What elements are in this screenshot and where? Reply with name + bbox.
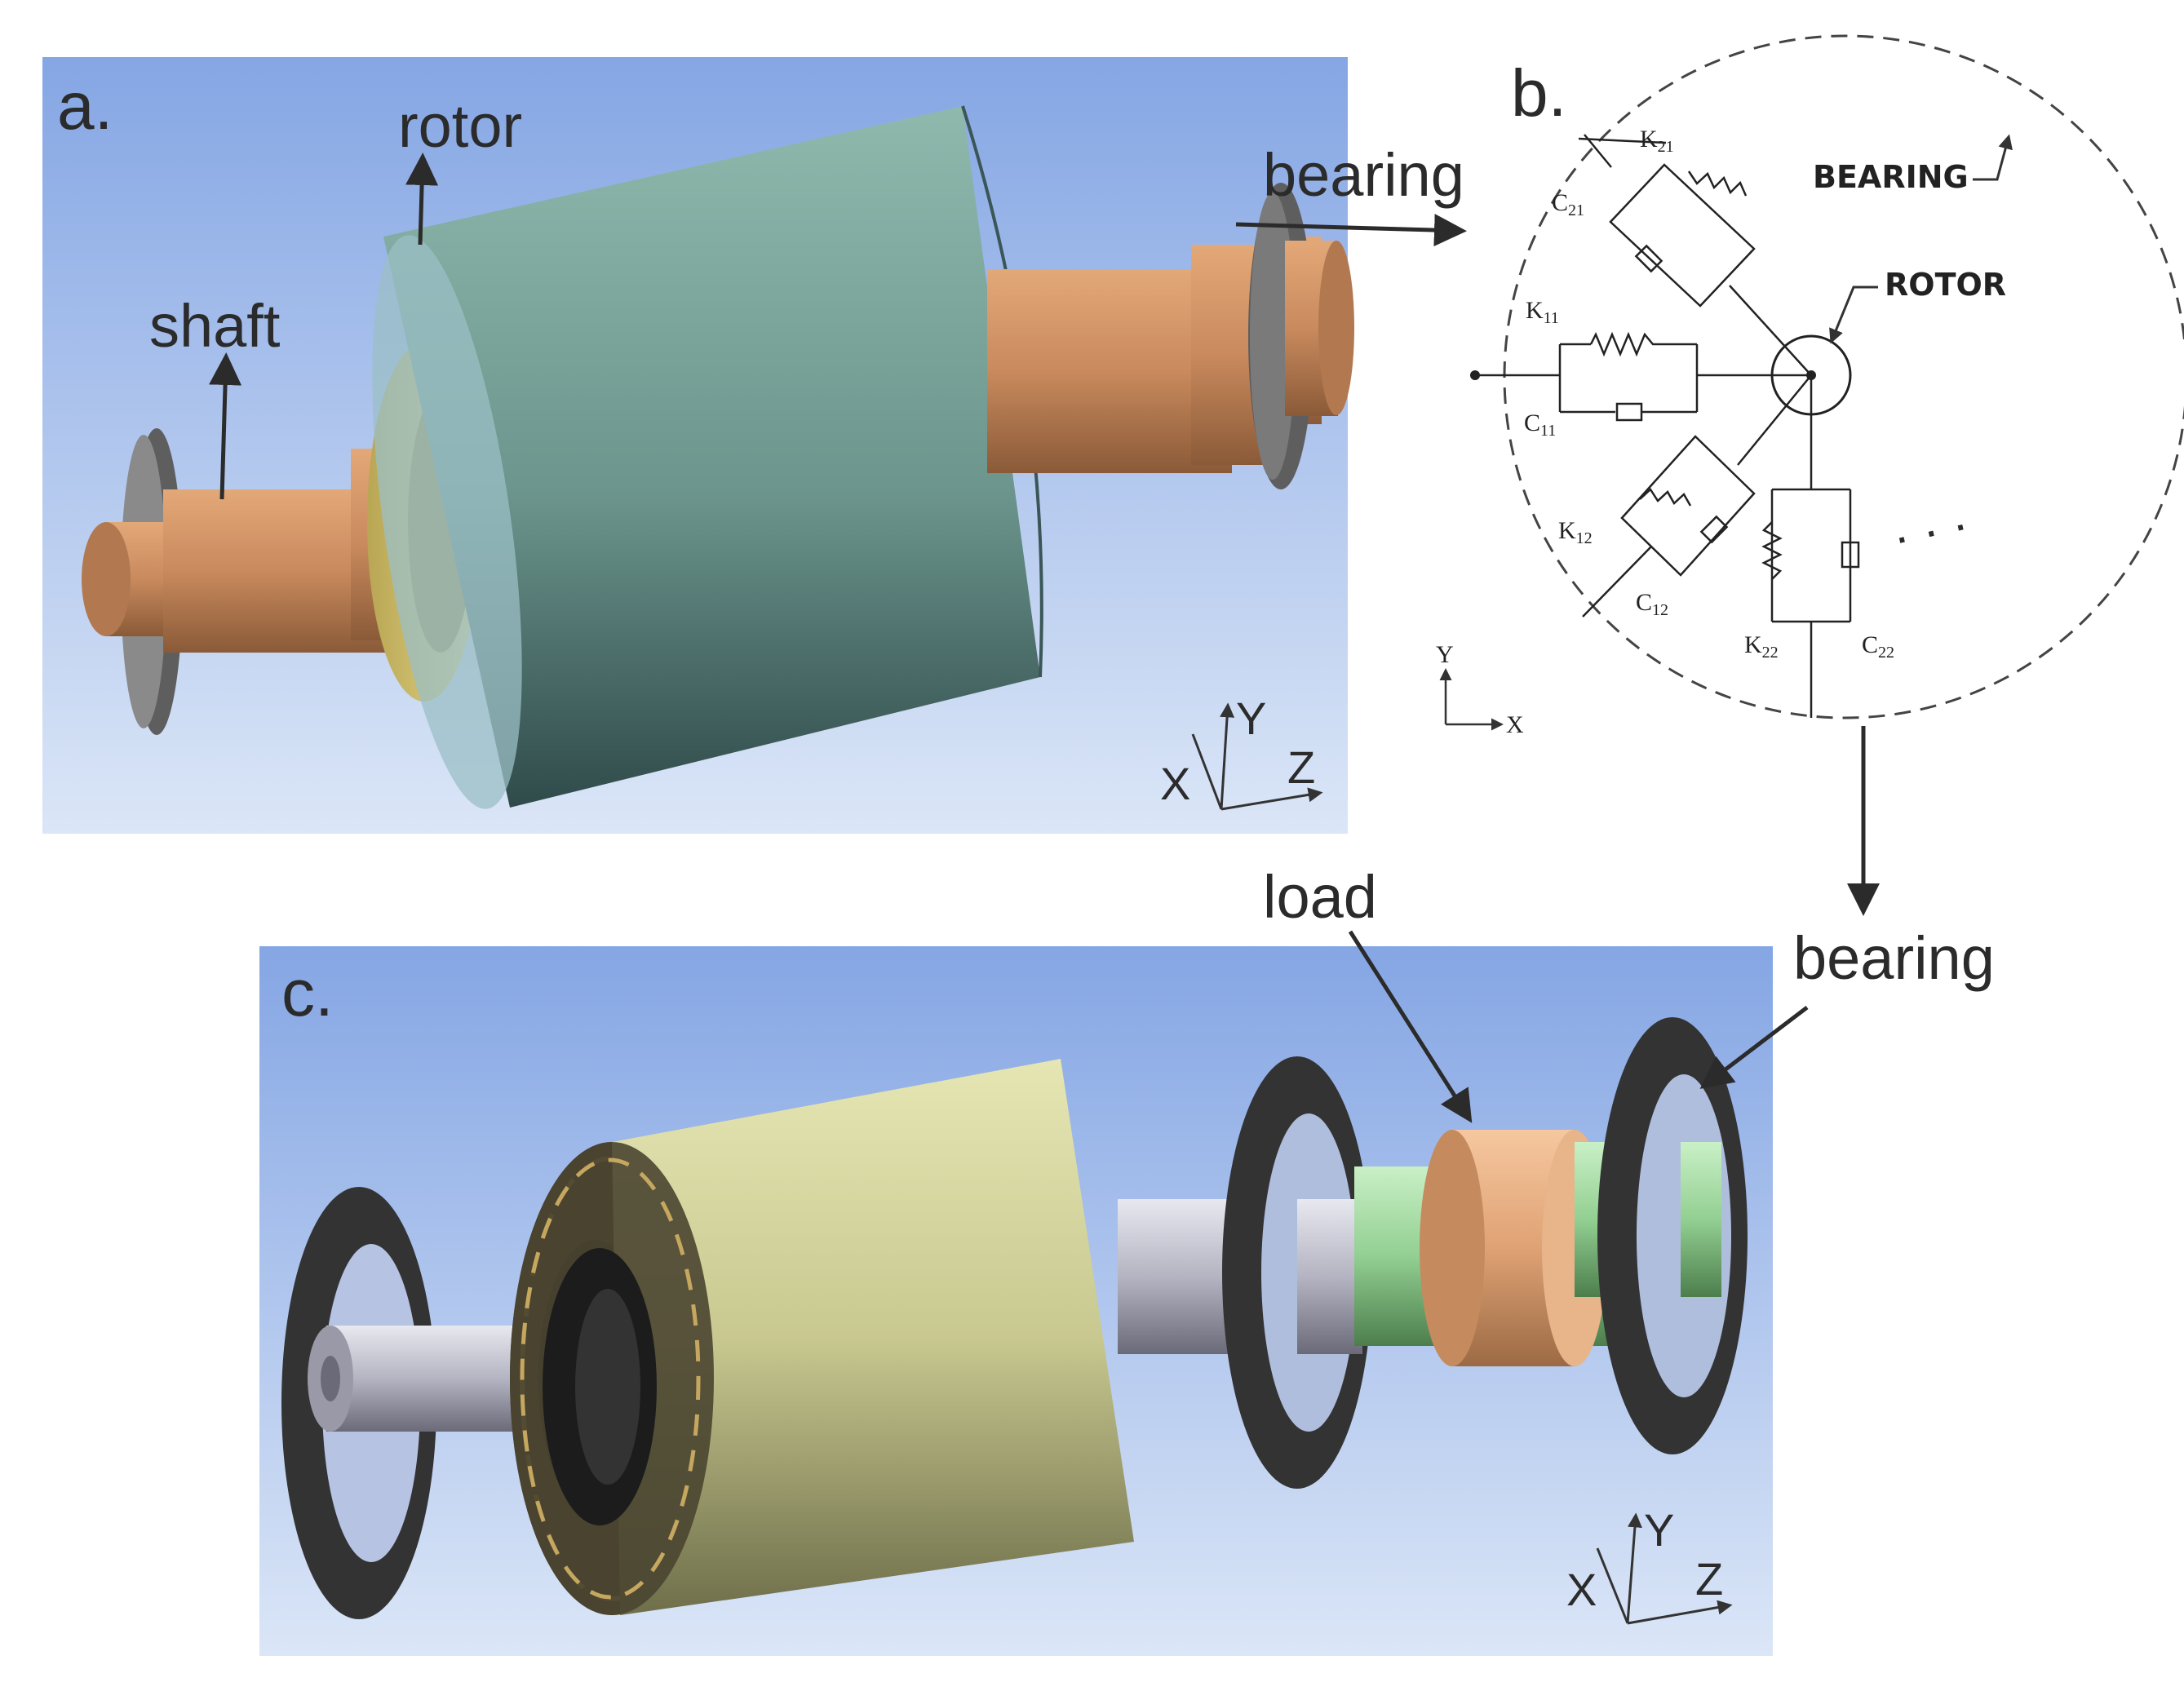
axis-triad-c — [1596, 1512, 1733, 1625]
panel-c: c. load bearing Y X Z — [259, 863, 1995, 1656]
bearing-arrow-a — [1235, 214, 1467, 247]
axis-c-z: Z — [1695, 1553, 1723, 1605]
bearing-label-a: bearing — [1263, 141, 1464, 209]
k22-label: K22 — [1744, 631, 1779, 662]
load-arrow-c — [1348, 930, 1473, 1123]
right-bearing-c — [1597, 1017, 1748, 1454]
k11-label: K11 — [1526, 297, 1559, 327]
panel-b: b. BEARING ROTOR — [1436, 34, 2184, 916]
rotor-arrow-a — [405, 153, 439, 246]
rotor-label-b: ROTOR — [1885, 267, 2006, 303]
panel-a-label: a. — [57, 69, 113, 144]
rotor-label-a: rotor — [398, 92, 522, 160]
axis-a-x: X — [1160, 758, 1190, 809]
spring-damper-12 — [1582, 374, 1812, 618]
bearing-label-b: BEARING — [1813, 159, 1969, 195]
bearing-arrow-c — [1699, 1006, 1809, 1089]
shaft-arrow-a — [209, 352, 242, 500]
axis-triad-a — [1191, 702, 1323, 811]
right-bearing-a — [1248, 183, 1354, 489]
c11-label: C11 — [1524, 409, 1556, 440]
axis-c-y: Y — [1644, 1504, 1674, 1556]
axis-c-x: X — [1566, 1564, 1597, 1615]
rotor-pointer-b — [1829, 286, 1878, 344]
panel-c-label: c. — [281, 956, 334, 1030]
k12-label: K12 — [1558, 517, 1593, 547]
rotor-c — [510, 1059, 1134, 1615]
panel-b-label: b. — [1511, 56, 1566, 131]
spring-damper-22 — [1761, 375, 1860, 718]
axis-b-x: X — [1506, 711, 1524, 738]
c12-label: C12 — [1636, 589, 1668, 619]
bearing-pointer-b — [1973, 134, 2013, 181]
axis-a-y: Y — [1236, 693, 1266, 744]
c22-label: C22 — [1862, 631, 1894, 662]
panel-a: a. rotor shaft bearing Y X Z — [42, 57, 1467, 834]
axis-a-z: Z — [1287, 741, 1315, 793]
c21-label: C21 — [1552, 189, 1584, 219]
k21-label: K21 — [1640, 126, 1674, 156]
middle-bearing-c — [1222, 1056, 1372, 1489]
more-elements-ellipsis: · · · — [1888, 496, 1974, 565]
spring-damper-21 — [1578, 134, 1812, 376]
shaft-label-a: shaft — [149, 292, 281, 360]
load-label-c: load — [1263, 863, 1377, 931]
rotor-a — [372, 105, 1043, 809]
axis-b-y: Y — [1436, 641, 1454, 668]
bearing-label-c: bearing — [1793, 924, 1995, 992]
spring-damper-11 — [1475, 331, 1811, 422]
bearing-boundary-circle — [1503, 34, 2184, 719]
axis-triad-b — [1439, 668, 1504, 731]
